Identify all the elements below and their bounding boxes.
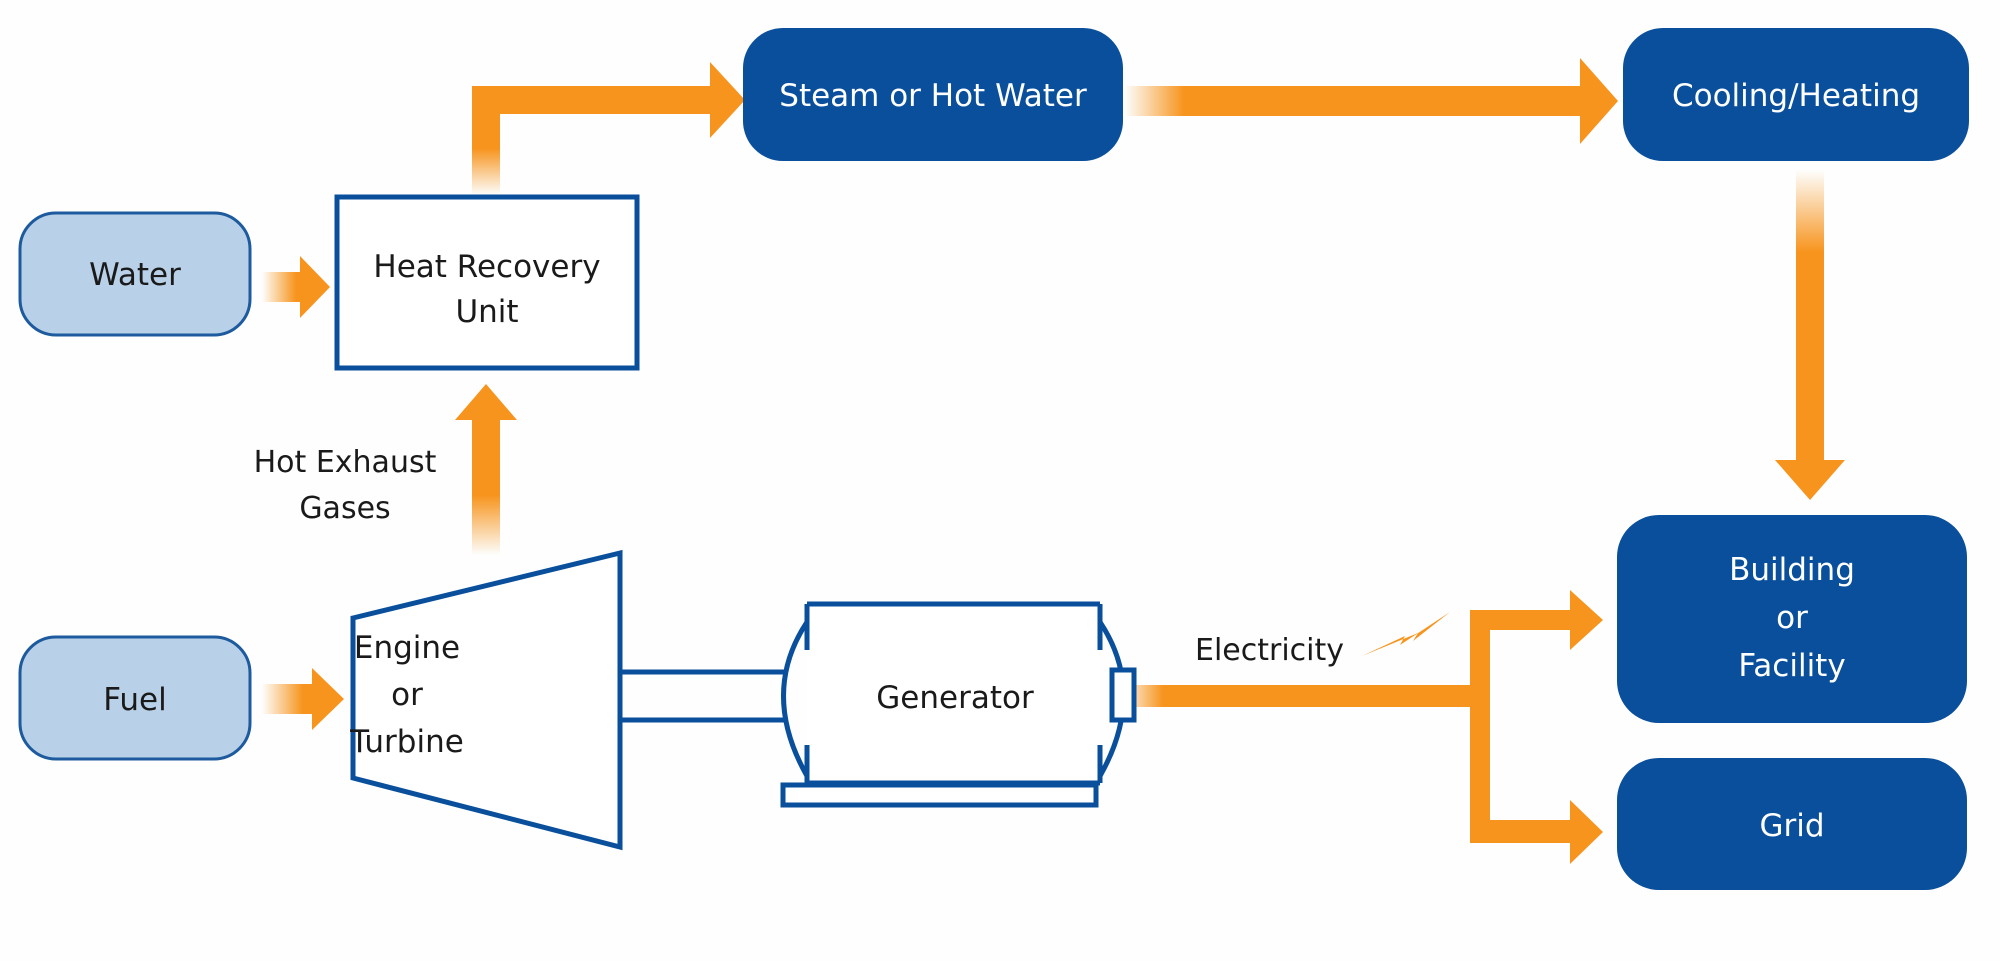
node-building-or-facility: Building or Facility xyxy=(1617,515,1967,723)
node-grid: Grid xyxy=(1617,758,1967,890)
node-cooling-heating: Cooling/Heating xyxy=(1623,28,1969,161)
node-heat-recovery-label-line2: Unit xyxy=(455,294,518,330)
node-steam-or-hot-water: Steam or Hot Water xyxy=(743,28,1123,161)
lightning-bolt-icon xyxy=(1362,612,1450,656)
arrow-steam-to-cooling xyxy=(1125,58,1618,144)
node-engine-label-line1: Engine xyxy=(354,630,460,666)
node-water-label: Water xyxy=(89,257,181,293)
node-engine-label-line3: Turbine xyxy=(349,724,464,760)
node-heat-recovery-unit: Heat Recovery Unit xyxy=(334,194,640,371)
node-cooling-label: Cooling/Heating xyxy=(1672,78,1920,114)
arrow-electricity-to-grid xyxy=(1470,800,1603,864)
node-fuel: Fuel xyxy=(18,635,252,761)
label-hot-exhaust-line1: Hot Exhaust xyxy=(254,445,437,480)
arrow-generator-to-split xyxy=(1120,685,1480,707)
node-water: Water xyxy=(18,211,252,337)
arrow-heat-recovery-to-steam xyxy=(472,62,745,195)
label-electricity: Electricity xyxy=(1195,633,1344,668)
node-building-label-line2: or xyxy=(1776,600,1808,636)
label-hot-exhaust-line2: Gases xyxy=(299,491,390,526)
arrow-exhaust-to-heat-recovery xyxy=(455,384,517,555)
node-building-label-line3: Facility xyxy=(1738,648,1845,684)
node-engine-or-turbine: Engine or Turbine xyxy=(349,549,623,851)
node-engine-label-line2: or xyxy=(391,677,423,713)
arrow-fuel-to-engine xyxy=(262,668,344,730)
node-building-label-line1: Building xyxy=(1729,552,1855,588)
node-steam-label: Steam or Hot Water xyxy=(779,78,1087,114)
node-fuel-label: Fuel xyxy=(103,682,166,718)
arrow-electricity-to-building xyxy=(1470,590,1603,650)
arrow-water-to-heat-recovery xyxy=(262,256,330,318)
arrow-cooling-to-building xyxy=(1775,170,1845,500)
node-generator: Generator xyxy=(780,601,1137,808)
shaft xyxy=(620,669,786,723)
node-heat-recovery-label-line1: Heat Recovery xyxy=(373,249,600,285)
node-generator-label: Generator xyxy=(876,680,1034,716)
arrow-split-trunk xyxy=(1470,610,1490,843)
node-grid-label: Grid xyxy=(1759,808,1824,844)
